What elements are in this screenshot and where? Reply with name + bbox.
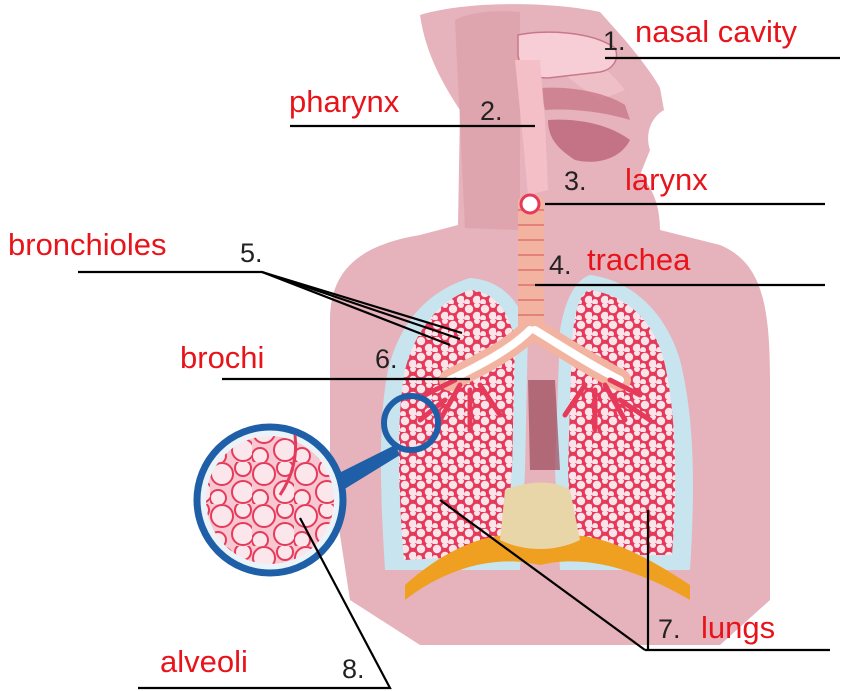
label-number: 4. — [549, 250, 572, 280]
label-bronchioles: bronchioles 5. — [8, 227, 263, 268]
label-name: trachea — [587, 242, 691, 277]
larynx-marker — [521, 195, 539, 213]
label-number: 8. — [342, 654, 365, 684]
label-number: 3. — [564, 166, 587, 196]
label-name: nasal cavity — [635, 14, 797, 49]
label-number: 7. — [658, 614, 681, 644]
label-larynx: 3. larynx — [564, 162, 708, 197]
label-name: bronchioles — [8, 227, 167, 262]
trachea — [518, 195, 544, 335]
heart-area — [528, 380, 560, 470]
label-lungs: 7. lungs — [658, 610, 775, 645]
label-name: lungs — [701, 610, 775, 645]
diaphragm-center — [500, 483, 580, 550]
label-number: 1. — [603, 26, 626, 56]
label-number: 5. — [240, 238, 263, 268]
label-name: alveoli — [160, 644, 248, 679]
label-number: 6. — [375, 344, 398, 374]
label-name: larynx — [625, 162, 708, 197]
label-alveoli: alveoli 8. — [160, 644, 365, 684]
label-number: 2. — [480, 96, 503, 126]
label-name: pharynx — [289, 84, 400, 119]
label-name: brochi — [180, 340, 264, 375]
